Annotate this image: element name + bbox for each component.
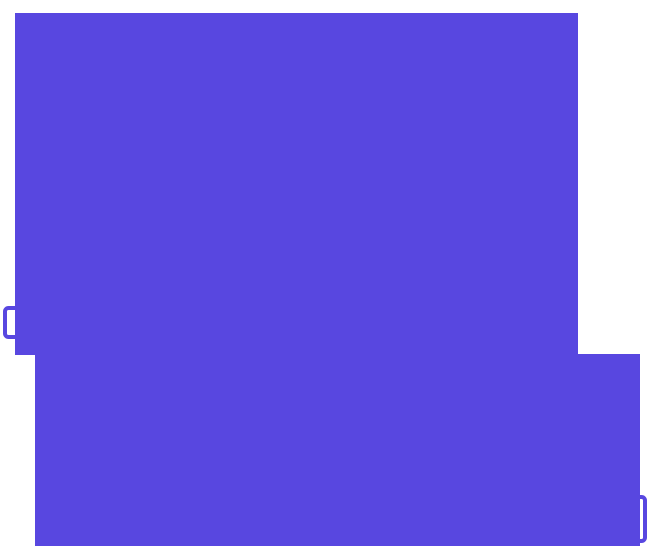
panel-block-top — [15, 13, 578, 355]
panel-block-bottom — [35, 354, 640, 546]
